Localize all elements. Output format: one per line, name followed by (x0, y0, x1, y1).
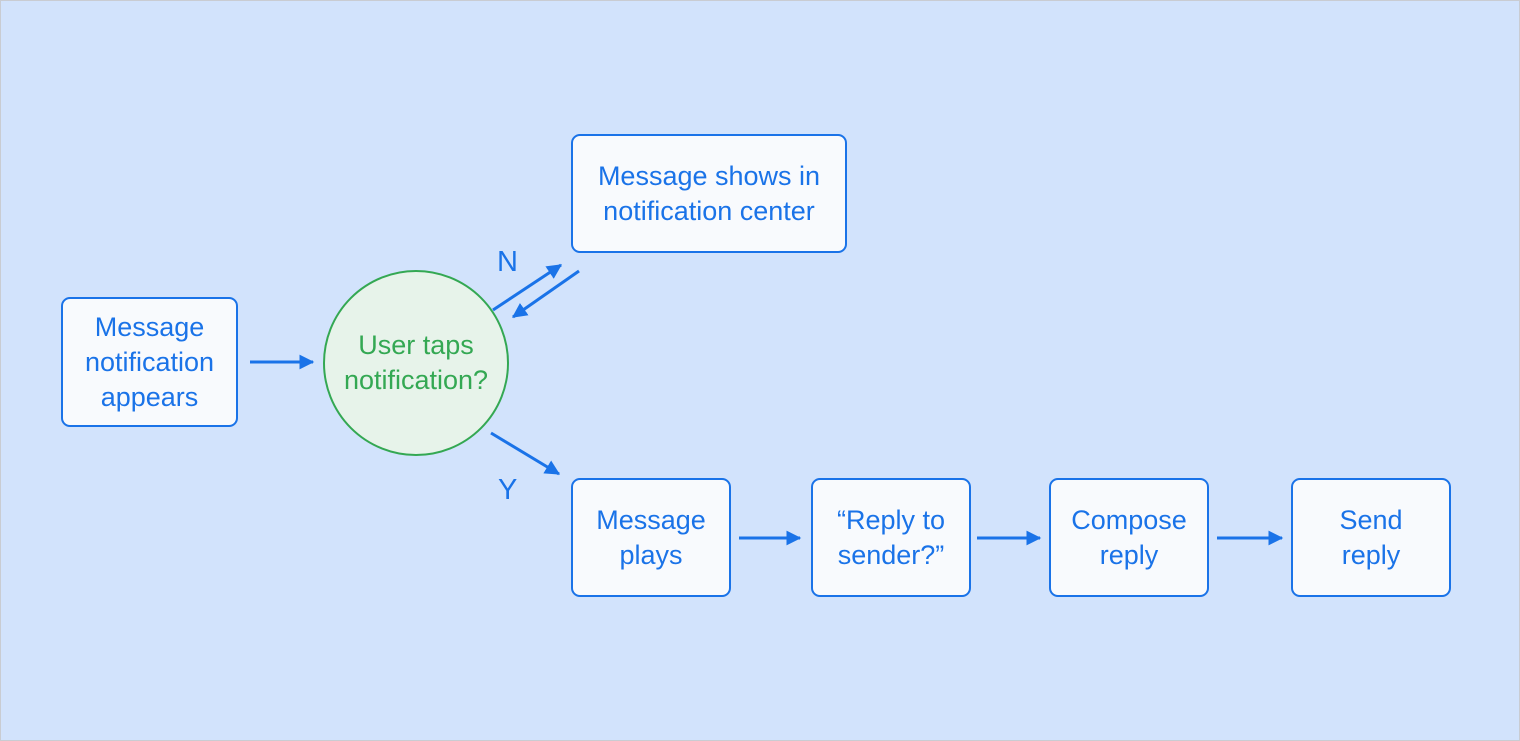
node-user-taps-notification-decision: User taps notification? (323, 270, 509, 456)
node-label: Message plays (596, 504, 706, 570)
node-reply-to-sender-prompt: “Reply to sender?” (811, 478, 971, 597)
node-label: Compose reply (1071, 504, 1187, 570)
node-message-plays: Message plays (571, 478, 731, 597)
node-compose-reply: Compose reply (1049, 478, 1209, 597)
node-send-reply: Send reply (1291, 478, 1451, 597)
edge-decision-to-message-plays (490, 431, 561, 476)
edge-notif-center-to-decision (511, 269, 580, 319)
node-label: “Reply to sender?” (836, 504, 946, 570)
node-label: User taps notification? (343, 330, 489, 395)
node-message-notification-appears: Message notification appears (61, 297, 238, 427)
node-label: Message shows in notification center (597, 160, 821, 226)
node-message-shows-in-notification-center: Message shows in notification center (571, 134, 847, 253)
node-label: Send reply (1339, 504, 1403, 570)
edge-label-no: N (497, 246, 518, 278)
edge-label-yes: Y (498, 474, 518, 506)
node-label: Message notification appears (84, 311, 215, 412)
